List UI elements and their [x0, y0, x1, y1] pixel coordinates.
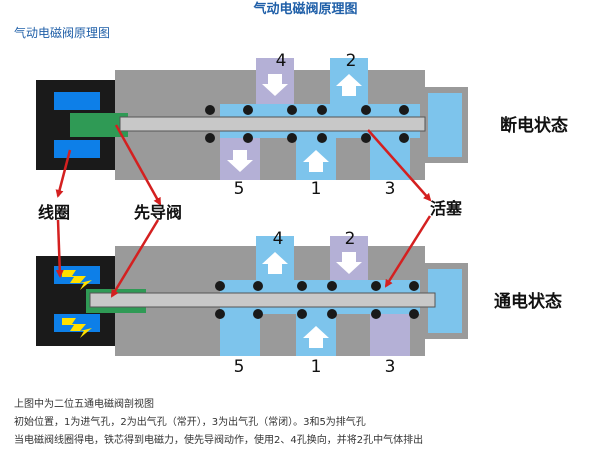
lightning-bolt-icon — [62, 318, 92, 338]
pilot-valve-top — [70, 113, 128, 137]
piston-rod-bottom — [89, 292, 436, 308]
flow-arrows-bottom — [262, 252, 362, 348]
port-label-3-top: 3 — [385, 179, 396, 199]
port-label-2-top: 2 — [346, 51, 357, 71]
state-label-energized: 通电状态 — [494, 291, 562, 312]
caption-line-2: 初始位置，1为进气孔，2为出气孔（常开），3为出气孔（常闭）。3和5为排气孔 — [14, 417, 366, 428]
end-cap-bottom — [422, 263, 468, 339]
caption-line-1: 上图中为二位五通电磁阀剖视图 — [14, 399, 154, 410]
port-label-2-bottom: 2 — [345, 229, 356, 249]
seals-bottom — [215, 281, 419, 319]
piston-rod-top — [119, 116, 426, 132]
lightning-bolt-icon — [62, 270, 92, 290]
port-label-4-top: 4 — [276, 51, 287, 71]
port-label-1-bottom: 1 — [311, 357, 322, 377]
chamber-3-top — [370, 136, 410, 180]
port-label-4-bottom: 4 — [273, 229, 284, 249]
pilot-valve-label: 先导阀 — [134, 203, 182, 222]
diagram-subtitle: 气动电磁阀原理图 — [14, 26, 111, 40]
coil-top-lower-winding — [54, 140, 100, 158]
piston-label: 活塞 — [430, 199, 463, 218]
state-label-deenergized: 断电状态 — [500, 115, 568, 136]
chamber-3-bottom — [370, 312, 410, 356]
page-title: 气动电磁阀原理图 — [253, 2, 358, 17]
port-label-5-bottom: 5 — [234, 357, 245, 377]
port-label-1-top: 1 — [311, 179, 322, 199]
end-cap-top — [422, 87, 468, 163]
chamber-5-bottom — [220, 312, 260, 356]
valve-energized: 4 2 5 1 3 — [36, 229, 468, 377]
valve-deenergized: 4 2 5 1 3 — [36, 51, 468, 199]
coil-label: 线圈 — [38, 203, 70, 222]
caption-line-3: 当电磁阀线圈得电，铁芯得到电磁力，使先导阀动作，使用2、4孔换向，并将2孔中气体… — [14, 435, 424, 446]
coil-top-upper-winding — [54, 92, 100, 110]
port-label-5-top: 5 — [234, 179, 245, 199]
flow-arrows-top — [227, 74, 362, 172]
seals-top — [205, 105, 409, 143]
port-label-3-bottom: 3 — [385, 357, 396, 377]
callout-lines — [55, 124, 432, 298]
solenoid-valve-diagram: 4 2 5 1 3 4 — [36, 51, 568, 377]
